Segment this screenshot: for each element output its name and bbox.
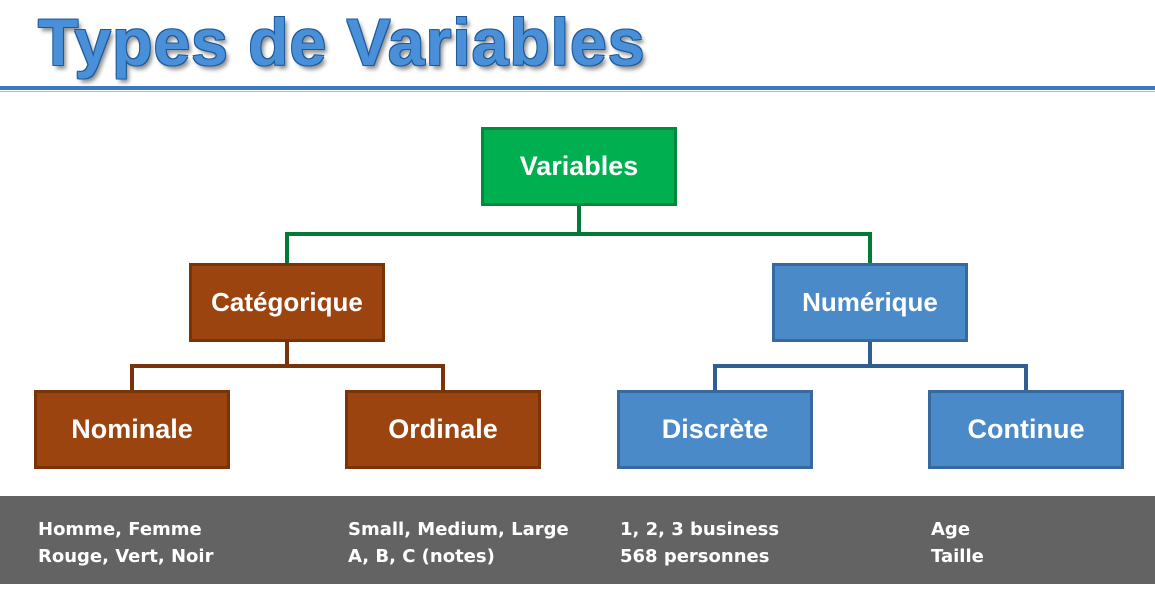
examples-band (0, 496, 1155, 584)
node-discrete: Discrète (617, 390, 813, 469)
node-numerique: Numérique (772, 263, 968, 342)
example-line: 568 personnes (620, 546, 770, 567)
example-line: 1, 2, 3 business (620, 519, 780, 540)
examples-continue: Age Taille (931, 516, 984, 570)
example-line: Homme, Femme (38, 519, 202, 540)
node-variables: Variables (481, 127, 677, 206)
node-variables-label: Variables (519, 151, 639, 181)
example-line: Small, Medium, Large (348, 519, 569, 540)
connector-numerique (713, 342, 1028, 390)
node-nominale-label: Nominale (71, 414, 193, 444)
node-numerique-label: Numérique (802, 287, 938, 317)
connector-root (285, 206, 872, 263)
node-categorique: Catégorique (189, 263, 385, 342)
node-ordinale-label: Ordinale (388, 414, 498, 444)
title-underline-highlight (0, 91, 1155, 92)
example-line: Rouge, Vert, Noir (38, 546, 214, 567)
examples-nominale: Homme, Femme Rouge, Vert, Noir (38, 516, 213, 570)
page-title: Types de Variables (38, 5, 646, 79)
examples-discrete: 1, 2, 3 business 568 personnes (620, 516, 779, 570)
node-nominale: Nominale (34, 390, 230, 469)
node-continue-label: Continue (967, 414, 1085, 444)
connector-categorique (130, 342, 445, 390)
examples-ordinale: Small, Medium, Large A, B, C (notes) (348, 516, 569, 570)
node-categorique-label: Catégorique (211, 287, 363, 317)
example-line: Taille (931, 546, 984, 567)
node-ordinale: Ordinale (345, 390, 541, 469)
example-line: A, B, C (notes) (348, 546, 495, 567)
node-discrete-label: Discrète (661, 414, 769, 444)
node-continue: Continue (928, 390, 1124, 469)
title-underline (0, 86, 1155, 90)
example-line: Age (931, 519, 971, 540)
